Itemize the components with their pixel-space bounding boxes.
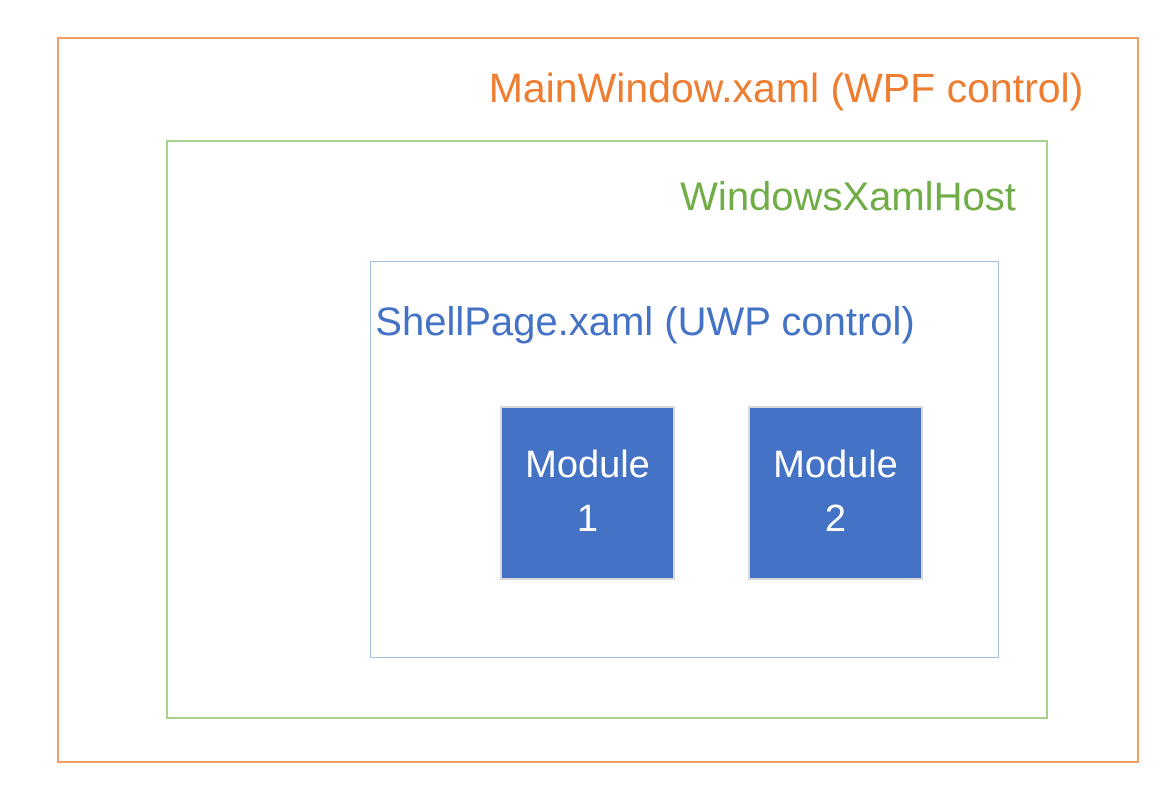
module-1-name: Module [525, 444, 650, 487]
windows-xaml-host-label: WindowsXamlHost [680, 175, 1016, 219]
uwp-shellpage-box: ShellPage.xaml (UWP control) Module 1 Mo… [370, 261, 999, 658]
module-1-box: Module 1 [500, 406, 675, 580]
module-2-box: Module 2 [748, 406, 923, 580]
wpf-mainwindow-label: MainWindow.xaml (WPF control) [488, 65, 1084, 111]
module-2-number: 2 [824, 498, 847, 540]
module-2-name: Module [773, 444, 898, 487]
wpf-mainwindow-box: MainWindow.xaml (WPF control) WindowsXam… [57, 37, 1139, 763]
windows-xaml-host-box: WindowsXamlHost ShellPage.xaml (UWP cont… [166, 140, 1048, 719]
module-1-number: 1 [576, 498, 599, 540]
uwp-shellpage-label: ShellPage.xaml (UWP control) [375, 300, 915, 344]
